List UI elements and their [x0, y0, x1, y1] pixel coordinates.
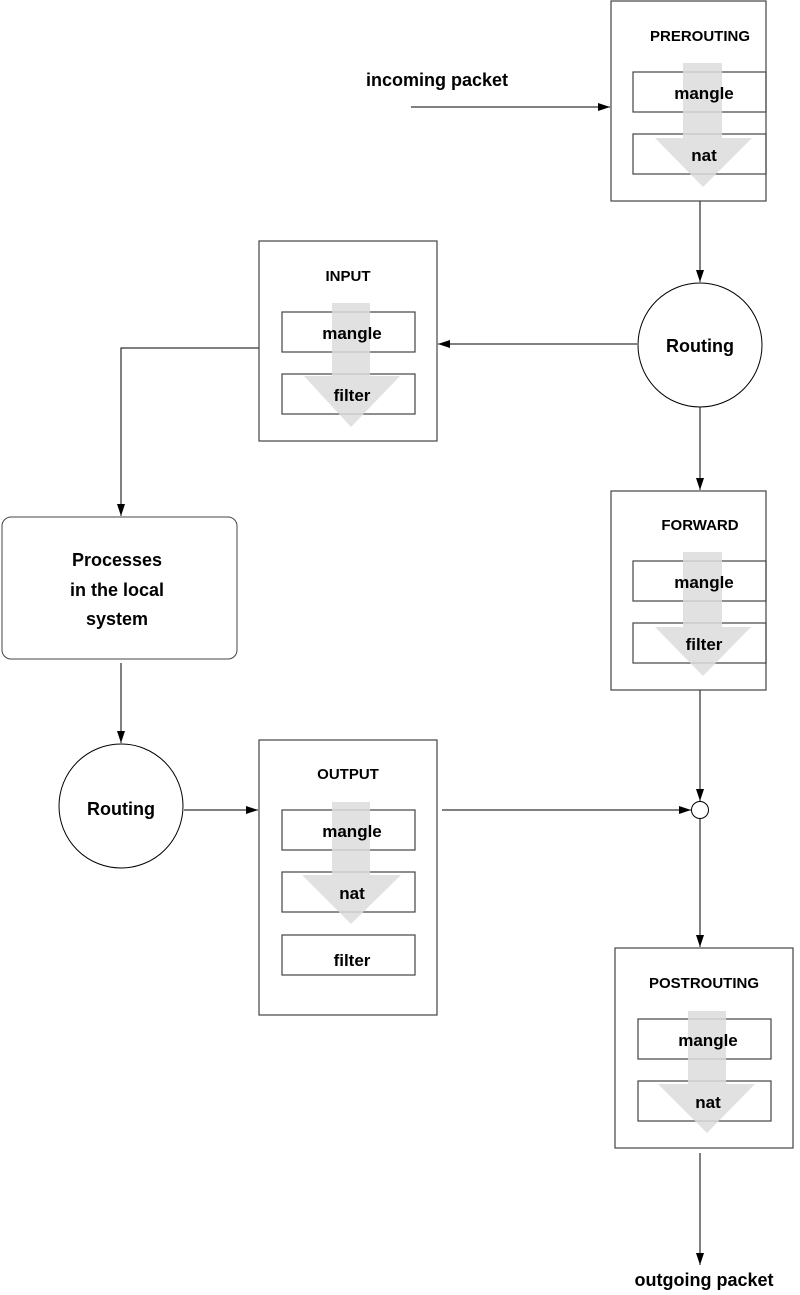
chain-prerouting: PREROUTING mangle nat [610, 0, 767, 202]
table-label: filter [686, 635, 723, 654]
table-label: filter [334, 386, 371, 405]
processes-label: Processes [72, 550, 162, 570]
incoming-packet-label: incoming packet [366, 70, 508, 90]
chain-input: INPUT mangle filter [258, 240, 438, 442]
flow-arrow-icon [655, 63, 752, 187]
chain-postrouting: POSTROUTING mangle nat [614, 947, 794, 1149]
junction-node [691, 801, 709, 819]
chain-title: INPUT [326, 268, 371, 285]
table-label: nat [691, 146, 717, 165]
flow-arrow-icon [655, 552, 751, 676]
routing-label: Routing [87, 799, 155, 819]
table-label: mangle [674, 573, 734, 592]
table-box [281, 934, 416, 976]
table-label: mangle [322, 324, 382, 343]
table-label: mangle [678, 1031, 738, 1050]
chain-forward: FORWARD mangle filter [610, 490, 767, 691]
table-label: nat [339, 884, 365, 903]
flow-arrow-icon [658, 1011, 755, 1133]
local-processes-box: Processes in the local system [1, 516, 238, 660]
chain-title: FORWARD [661, 517, 738, 534]
input-to-processes-arrow [117, 347, 259, 516]
routing-label: Routing [666, 336, 734, 356]
chain-title: PREROUTING [650, 28, 750, 45]
table-label: mangle [322, 822, 382, 841]
processes-label: system [86, 609, 148, 629]
table-label: nat [695, 1093, 721, 1112]
table-label: mangle [674, 84, 734, 103]
table-label: filter [334, 951, 371, 970]
outgoing-packet-label: outgoing packet [635, 1270, 774, 1290]
routing-decision-bottom: Routing [58, 743, 184, 869]
processes-label: in the local [70, 580, 164, 600]
routing-decision-top: Routing [637, 282, 763, 408]
flow-arrow-icon [304, 303, 400, 427]
flow-arrow-icon [302, 802, 401, 924]
chain-title: OUTPUT [317, 766, 379, 783]
chain-title: POSTROUTING [649, 975, 759, 992]
chain-output: OUTPUT mangle nat filter [258, 739, 438, 1016]
